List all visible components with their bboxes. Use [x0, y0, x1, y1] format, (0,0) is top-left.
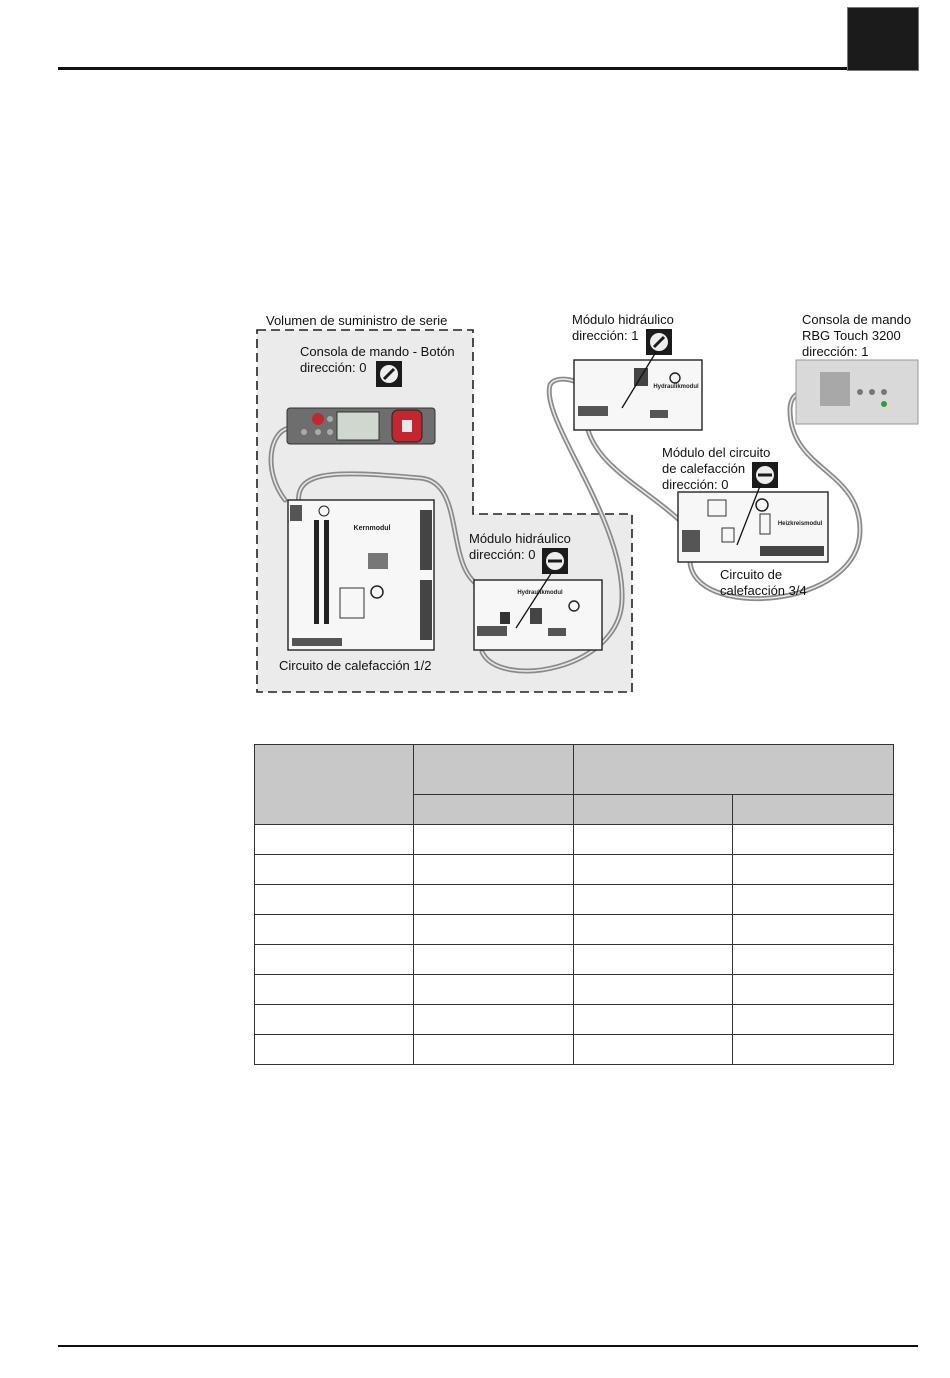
touch-console-device [795, 359, 919, 425]
table-cell [254, 974, 414, 1005]
heating-circuit-module-text: Heizkreismodul [778, 521, 823, 527]
table-cell [412, 944, 574, 975]
table-cell [412, 974, 574, 1005]
table-header-cell [412, 794, 574, 825]
table-cell [412, 1034, 574, 1065]
heating-circuit-module-label: Módulo del circuito de calefacción direc… [662, 445, 771, 492]
console-button-device [286, 407, 436, 445]
table-cell [732, 944, 894, 975]
rotary-switch-heating-circuit-icon [752, 462, 778, 488]
console-button-label: Consola de mando - Botón dirección: 0 [300, 344, 455, 375]
table-row [254, 1034, 894, 1065]
table-cell [412, 914, 574, 945]
table-cell [254, 854, 414, 885]
table-row [254, 824, 894, 855]
address-table [254, 744, 894, 1065]
table-header-cell [254, 744, 414, 825]
table-cell [572, 884, 734, 915]
table-row [254, 1004, 894, 1035]
circuit-1-2-label: Circuito de calefacción 1/2 [279, 658, 432, 673]
table-cell [572, 914, 734, 945]
table-cell [412, 824, 574, 855]
rotary-switch-console-button-icon [376, 361, 402, 387]
table-cell [732, 824, 894, 855]
hydraulic-module-1-label: Módulo hidráulico dirección: 1 [572, 312, 674, 343]
table-cell [732, 884, 894, 915]
circuit-3-4-label: Circuito de calefacción 3/4 [720, 567, 807, 598]
table-cell [254, 824, 414, 855]
table-cell [254, 944, 414, 975]
table-subheader-row [255, 794, 894, 825]
table-cell [732, 1034, 894, 1065]
table-row [254, 854, 894, 885]
scope-label: Volumen de suministro de serie [266, 313, 448, 328]
table-row [254, 944, 894, 975]
table-cell [412, 854, 574, 885]
table-cell [572, 944, 734, 975]
table-row [254, 884, 894, 915]
table-row [254, 974, 894, 1005]
core-module-board: Kernmodul [287, 499, 435, 651]
rotary-switch-hydraulic-0-icon [542, 548, 568, 574]
core-module-text: Kernmodul [354, 525, 391, 532]
hydraulic-module-1-text: Hydraulikmodul [653, 384, 699, 390]
rotary-switch-hydraulic-1-icon [646, 329, 672, 355]
table-cell [254, 1004, 414, 1035]
table-header-cell [572, 744, 894, 795]
table-cell [572, 824, 734, 855]
table-cell [412, 1004, 574, 1035]
chapter-tab [848, 8, 918, 70]
hydraulic-module-0-board: Hydraulikmodul [473, 579, 603, 651]
table-header-cell [732, 794, 894, 825]
table-header-row [254, 744, 894, 825]
table-row [254, 914, 894, 945]
table-cell [254, 1034, 414, 1065]
table-cell [572, 1004, 734, 1035]
table-cell [572, 974, 734, 1005]
table-header-cell [572, 794, 734, 825]
hydraulic-module-0-text: Hydraulikmodul [517, 590, 563, 596]
table-cell [412, 884, 574, 915]
hydraulic-module-0-label: Módulo hidráulico dirección: 0 [469, 531, 571, 562]
footer-rule [58, 1345, 918, 1347]
touch-console-label: Consola de mando RBG Touch 3200 direcció… [802, 312, 912, 359]
table-cell [572, 1034, 734, 1065]
table-cell [732, 914, 894, 945]
header-rule [58, 67, 918, 70]
table-cell [254, 914, 414, 945]
wiring-diagram: Kernmodul Hydraulikmodul Hydraulikmodul … [256, 329, 919, 693]
hydraulic-module-1-board: Hydraulikmodul [573, 359, 703, 431]
table-cell [732, 854, 894, 885]
table-cell [732, 1004, 894, 1035]
table-header-cell [412, 744, 574, 795]
table-cell [732, 974, 894, 1005]
table-cell [254, 884, 414, 915]
table-cell [572, 854, 734, 885]
